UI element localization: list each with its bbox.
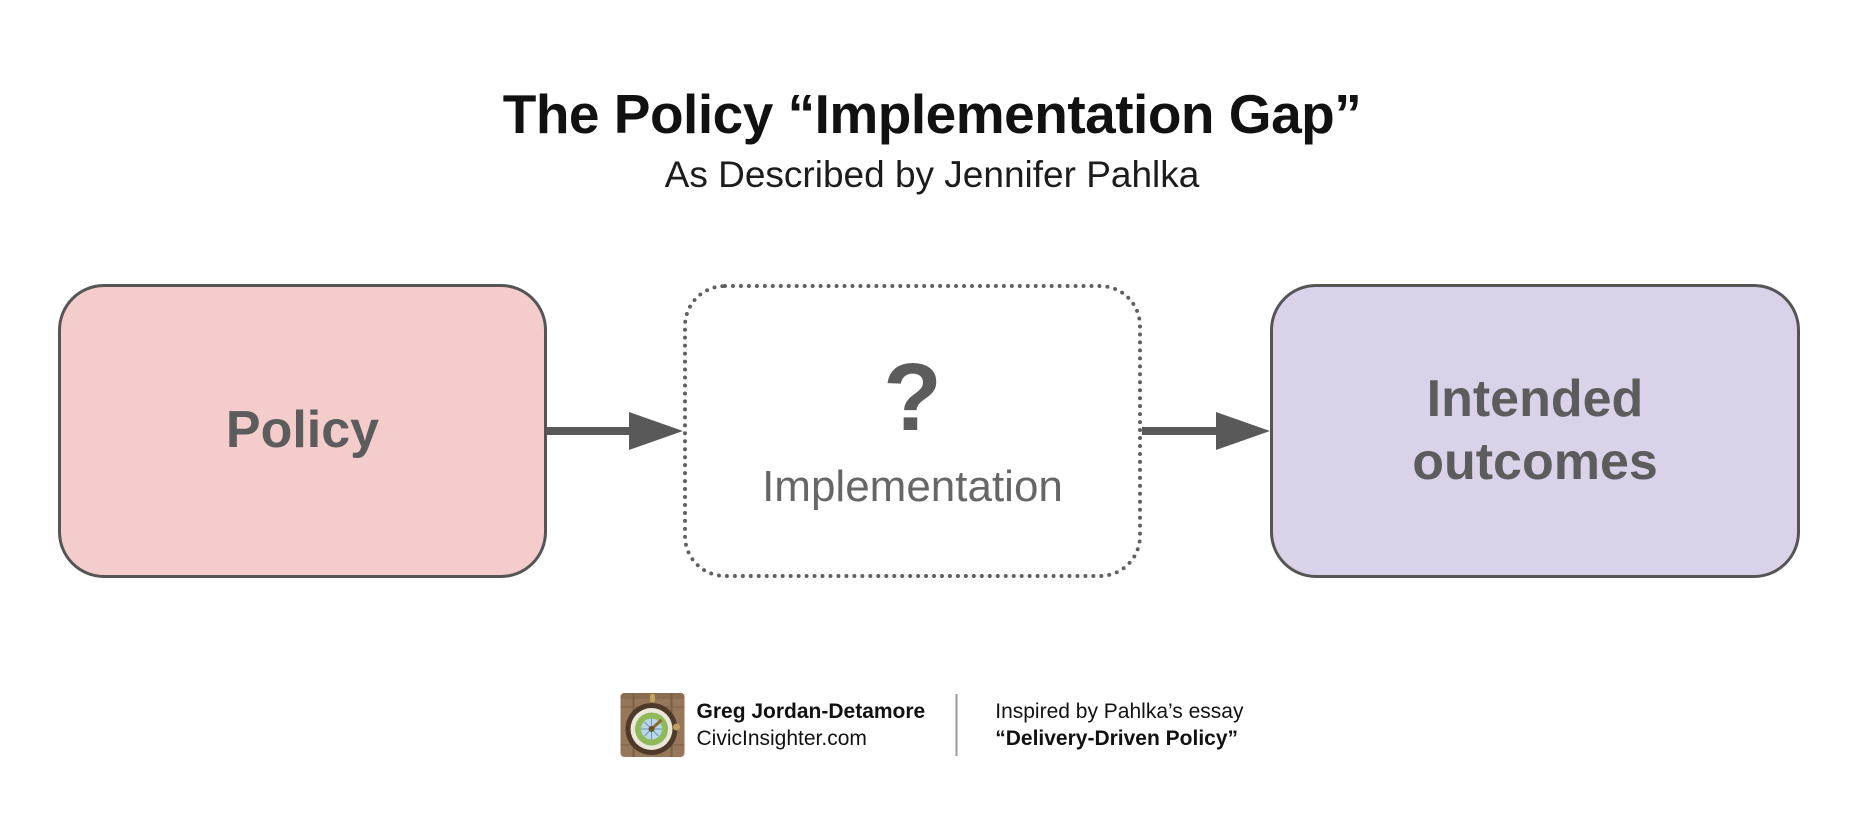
policy-label: Policy [225, 401, 380, 460]
page-subtitle: As Described by Jennifer Pahlka [664, 154, 1200, 195]
civicinsighter-compass-logo-icon [620, 693, 685, 757]
outcomes-box: Intended outcomes [1270, 284, 1800, 578]
arrow-policy-to-implementation-icon [547, 412, 683, 450]
outcomes-label: Intended outcomes [1412, 369, 1658, 491]
author-website: CivicInsighter.com [696, 727, 867, 750]
arrow-implementation-to-outcomes-icon [1142, 412, 1270, 450]
credit-line-1: Inspired by Pahlka’s essay [995, 700, 1244, 723]
credit-block: Inspired by Pahlka’s essay “Delivery-Dri… [995, 698, 1243, 752]
author-name: Greg Jordan-Detamore [696, 700, 926, 723]
footer: Greg Jordan-Detamore CivicInsighter.com … [620, 691, 1243, 759]
implementation-box: ? Implementation [683, 284, 1142, 578]
author-block: Greg Jordan-Detamore CivicInsighter.com [697, 698, 926, 752]
footer-divider [955, 694, 958, 756]
question-mark: ? [883, 344, 942, 451]
implementation-label: Implementation [762, 462, 1063, 511]
page-title: The Policy “Implementation Gap” [502, 83, 1362, 145]
credit-line-2: “Delivery-Driven Policy” [995, 727, 1239, 750]
policy-box: Policy [58, 284, 547, 578]
